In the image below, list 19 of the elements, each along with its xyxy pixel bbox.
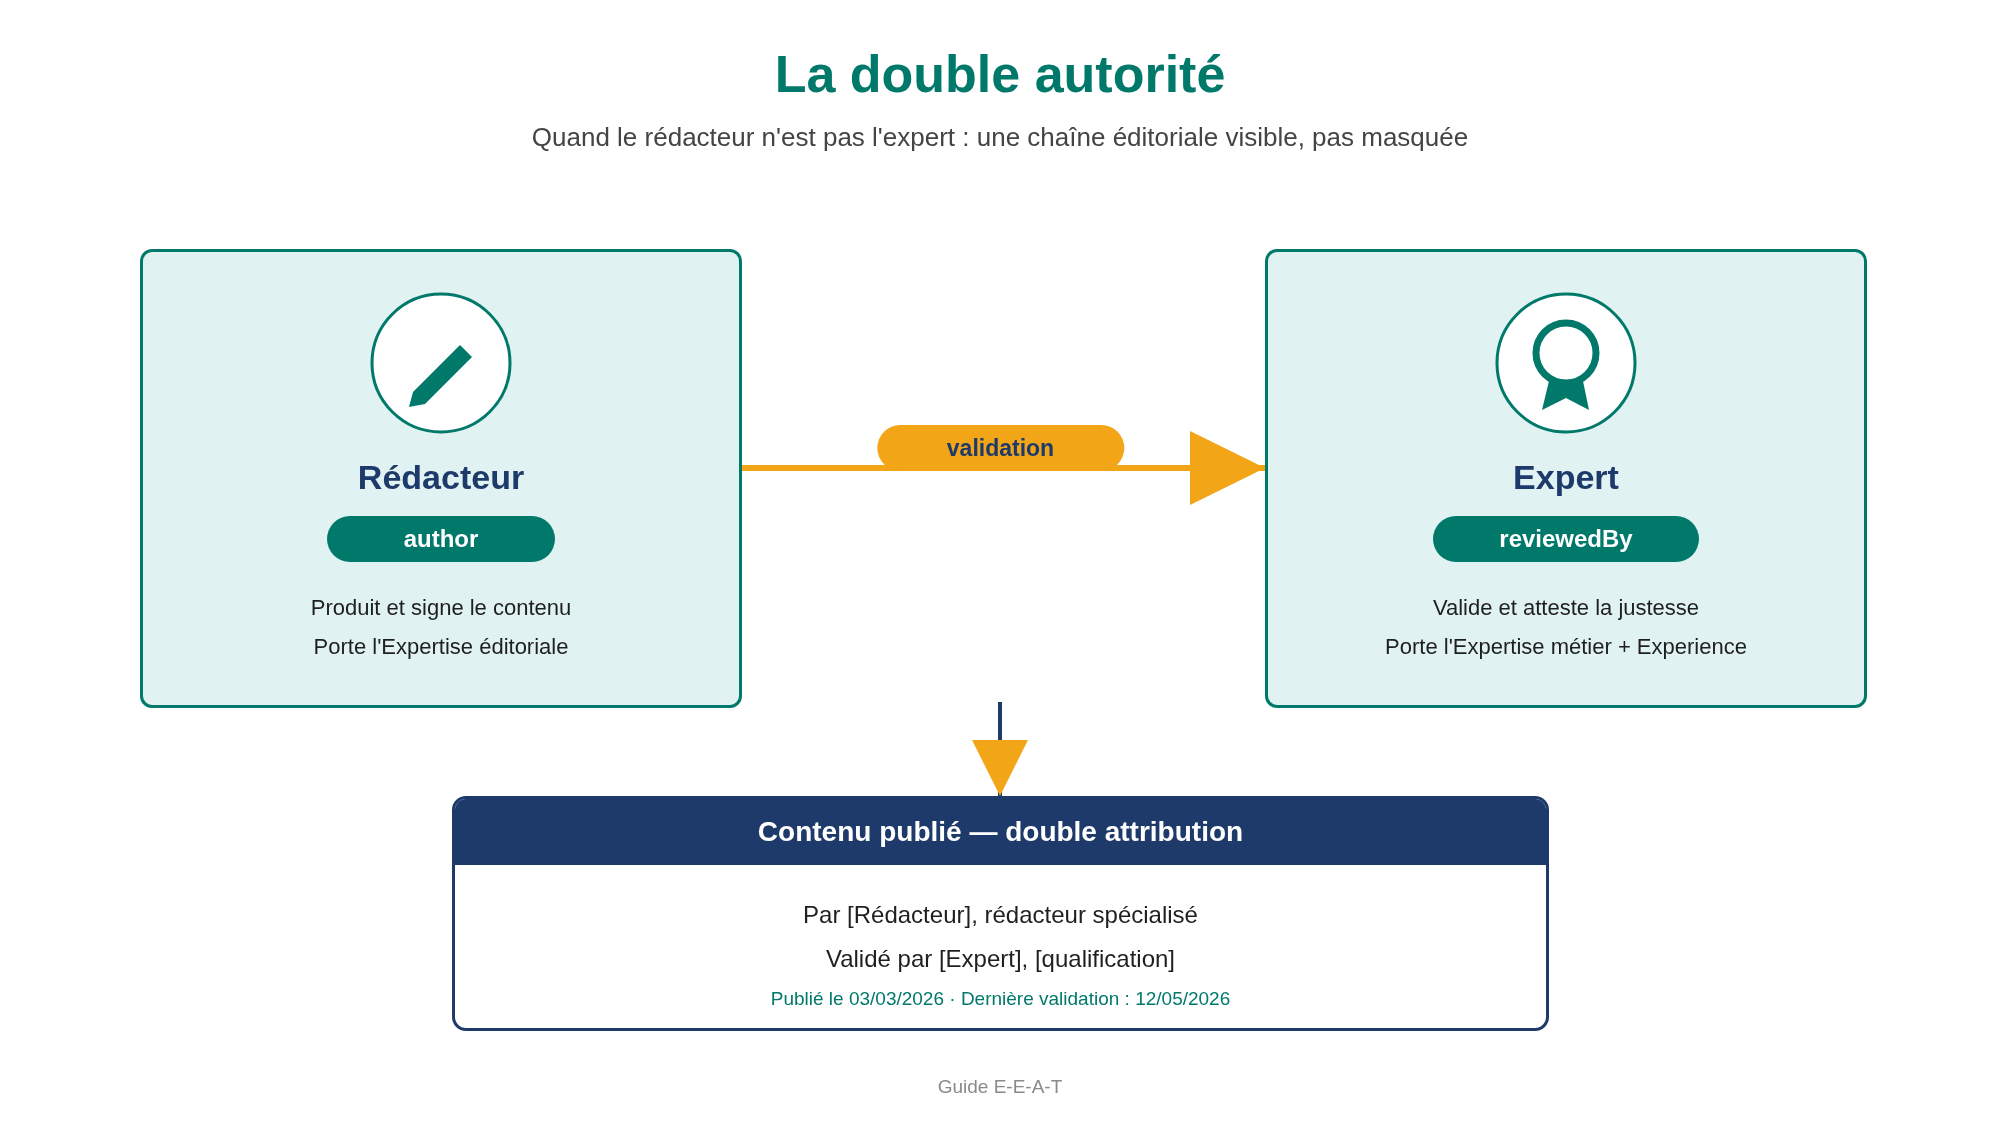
card-title: Rédacteur [357, 457, 525, 497]
description-text: Porte l'Expertise métier + Experience [1385, 633, 1747, 661]
attribution-line: Validé par [Expert], [qualification] [825, 944, 1176, 974]
box-title: Contenu publié — double attribution [757, 815, 1244, 849]
description-text: Produit et signe le contenu [310, 594, 572, 622]
footer-note: Guide E-E-A-T [937, 1075, 1063, 1099]
attribution-line: Par [Rédacteur], rédacteur spécialisé [803, 900, 1198, 930]
page-title: La double autorité [774, 44, 1226, 104]
arrow [972, 702, 1028, 796]
role-tag: author [327, 516, 555, 562]
role-card [1265, 249, 1867, 708]
subtitle: Quand le rédacteur n'est pas l'expert : une chaîne éditoriale visible, pas masquée [531, 121, 1469, 153]
card-title: Expert [1513, 457, 1619, 497]
content-card [452, 796, 1549, 1031]
role-tag: reviewedBy [1433, 516, 1699, 562]
description-text: Porte l'Expertise éditoriale [313, 633, 569, 661]
role-card [140, 249, 742, 708]
date-line: Publié le 03/03/2026 · Dernière validation : 12/05/2026 [770, 987, 1231, 1011]
description-text: Valide et atteste la justesse [1432, 594, 1700, 622]
